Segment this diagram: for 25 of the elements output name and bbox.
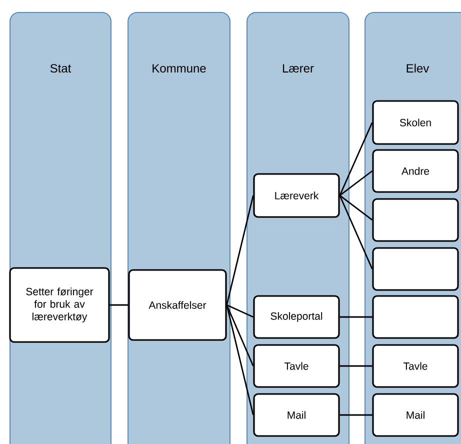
connector-line: [339, 194, 373, 221]
connector-line: [340, 316, 372, 318]
process-box: [372, 198, 459, 242]
process-box: Tavle: [372, 344, 459, 388]
connector-line: [226, 304, 254, 318]
connector-line: [110, 304, 128, 306]
connector-line: [340, 365, 372, 367]
process-box: [372, 295, 459, 339]
connector-line: [226, 304, 254, 416]
connector-line: [226, 304, 254, 366]
process-box: Skolen: [372, 100, 459, 145]
process-box: [372, 247, 459, 291]
process-box: Anskaffelser: [128, 269, 227, 341]
connector-line: [340, 414, 372, 416]
connector-line: [339, 195, 373, 270]
process-box: Skoleportal: [253, 295, 340, 339]
connector-line: [226, 195, 254, 306]
process-box: Læreverk: [253, 173, 340, 218]
process-box: Mail: [372, 393, 459, 437]
connector-line: [339, 122, 373, 196]
process-box: Tavle: [253, 344, 340, 388]
process-box: Andre: [372, 149, 459, 193]
process-box: Mail: [253, 393, 340, 437]
process-box: Setter føringer for bruk av læreverktøy: [9, 267, 110, 343]
connector-line: [339, 170, 373, 196]
